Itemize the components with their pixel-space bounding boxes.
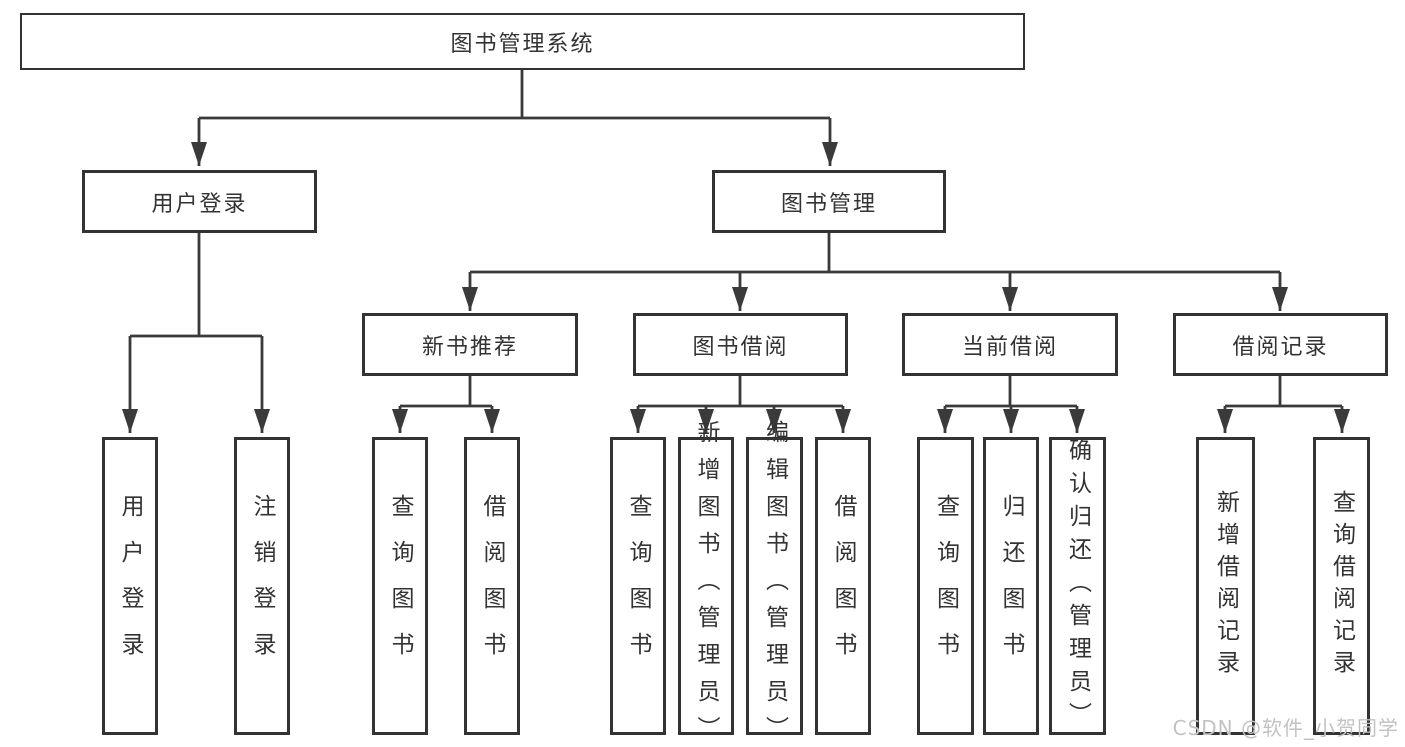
- csdn-watermark: CSDN @软件_小贺同学: [1172, 716, 1399, 740]
- leaf-query-borrow-record: 查询借阅记录: [1313, 437, 1370, 735]
- leaf-query-book-current: 查询图书: [917, 437, 974, 735]
- leaf-borrow-book-recommend: 借阅图书: [464, 437, 520, 735]
- node-user-login: 用户登录: [82, 170, 317, 233]
- leaf-query-book-borrow: 查询图书: [610, 437, 666, 735]
- leaf-edit-book-admin: 编辑图书（管理员）: [746, 420, 803, 747]
- node-borrow-records: 借阅记录: [1173, 313, 1388, 376]
- leaf-return-book: 归还图书: [983, 437, 1039, 735]
- node-new-book-recommend: 新书推荐: [362, 313, 578, 376]
- leaf-add-borrow-record: 新增借阅记录: [1196, 437, 1255, 735]
- leaf-add-book-admin: 新增图书（管理员）: [678, 420, 734, 747]
- leaf-logout: 注销登录: [234, 437, 290, 735]
- leaf-confirm-return-admin: 确认归还（管理员）: [1049, 437, 1106, 735]
- node-root: 图书管理系统: [20, 13, 1025, 70]
- node-book-borrow: 图书借阅: [633, 313, 848, 376]
- connector-group: [122, 70, 1350, 433]
- leaf-user-login: 用户登录: [102, 437, 158, 735]
- node-book-management: 图书管理: [712, 170, 946, 233]
- leaf-query-book-recommend: 查询图书: [372, 437, 428, 735]
- leaf-borrow-book: 借阅图书: [815, 437, 871, 735]
- node-current-borrow: 当前借阅: [902, 313, 1118, 376]
